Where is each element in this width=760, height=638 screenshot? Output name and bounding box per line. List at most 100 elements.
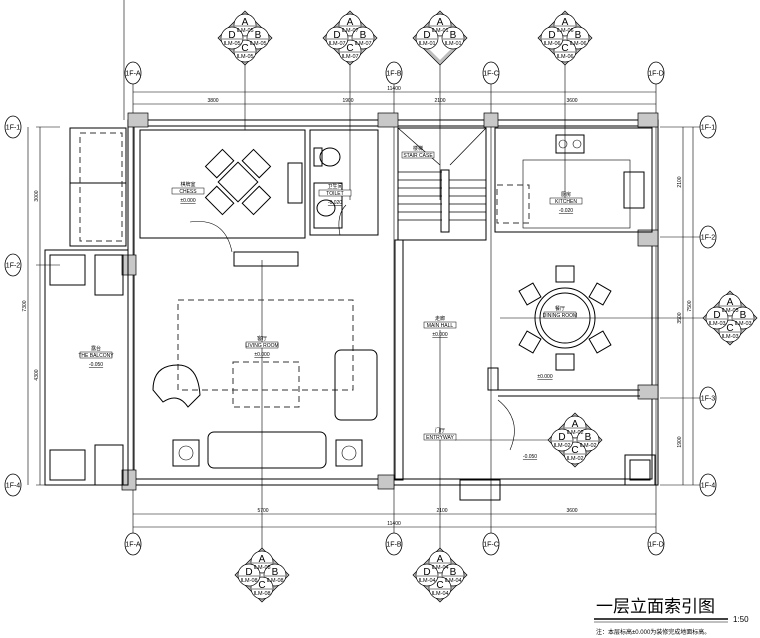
room-level: ±0.000 [432, 332, 447, 338]
index-code: ILM-05 [236, 54, 253, 60]
index-code: ILM-02 [566, 430, 583, 436]
axis-label: 1F-3 [701, 396, 716, 403]
dim-top-2: 1900 [342, 98, 353, 104]
furniture [152, 127, 645, 469]
index-face-letter: D [245, 567, 252, 578]
room-name-en: DINING ROOM [543, 313, 577, 319]
axis-bubble: 1F-D [647, 61, 665, 85]
room-name-en: KITCHEN [555, 199, 577, 205]
index-code: ILM-01 [431, 28, 448, 34]
axis-bubble: 1F-B [385, 532, 403, 556]
index-face-letter: C [561, 43, 568, 54]
room-name-en: CHESS [179, 189, 197, 195]
axis-label: 1F-B [386, 71, 402, 78]
dim-bottom-total: 11400 [387, 521, 401, 527]
index-code: ILM-06 [556, 28, 573, 34]
index-face-letter: A [242, 17, 249, 28]
room-level: ±0.000 [254, 352, 269, 358]
dim-top-1: 3800 [207, 98, 218, 104]
axis-bubble: 1F-A [124, 61, 142, 85]
index-code: ILM-08 [240, 578, 257, 584]
room-name: 厨房 [561, 191, 571, 198]
index-code: ILM-06 [556, 54, 573, 60]
index-face-letter: B [575, 30, 582, 41]
dim-top-4: 3600 [566, 98, 577, 104]
axis-label: 1F-2 [6, 263, 21, 270]
index-code: ILM-04 [444, 578, 461, 584]
index-face-letter: B [255, 30, 262, 41]
index-code: ILM-08 [253, 591, 270, 597]
room-name: 卫生间 [327, 183, 342, 190]
index-face-letter: D [423, 567, 430, 578]
index-code: ILM-05 [236, 28, 253, 34]
axis-bubble: 1F-2 [4, 253, 22, 277]
axis-label: 1F-D [648, 71, 664, 78]
index-face-letter: B [360, 30, 367, 41]
index-face-letter: C [726, 323, 733, 334]
index-face-letter: D [333, 30, 340, 41]
axis-bubbles: 1F-A1F-A1F-B1F-B1F-C1F-C1F-D1F-D1F-11F-2… [4, 61, 717, 556]
axis-bubble: 1F-C [482, 532, 500, 556]
drawing-title: 一层立面索引图 [596, 597, 715, 616]
drawing-scale: 1:50 [733, 615, 749, 624]
index-face-letter: C [436, 580, 443, 591]
axis-bubble: 1F-1 [4, 115, 22, 139]
dim-left-1: 3000 [34, 190, 40, 201]
axis-label: 1F-4 [6, 483, 21, 490]
index-code: ILM-04 [418, 578, 435, 584]
axis-label: 1F-1 [6, 125, 21, 132]
dim-bottom-1: 5700 [257, 508, 268, 514]
index-code: ILM-02 [566, 456, 583, 462]
chess-table [204, 148, 272, 216]
index-code: ILM-08 [266, 578, 283, 584]
dim-right-1: 2100 [677, 176, 683, 187]
index-face-letter: C [571, 445, 578, 456]
index-code: ILM-07 [341, 54, 358, 60]
axis-label: 1F-B [386, 542, 402, 549]
level-mark: -0.050 [523, 454, 537, 460]
axis-bubble: 1F-B [385, 61, 403, 85]
index-face-letter: B [272, 567, 279, 578]
axis-bubble: 1F-4 [4, 473, 22, 497]
dim-top-3: 2100 [434, 98, 445, 104]
stair-treads [397, 127, 487, 221]
axis-label: 1F-4 [701, 483, 716, 490]
index-face-letter: B [585, 432, 592, 443]
index-code: ILM-02 [553, 443, 570, 449]
index-code: ILM-05 [249, 41, 266, 47]
index-code: ILM-08 [253, 565, 270, 571]
dim-bottom-3: 3600 [566, 508, 577, 514]
room-level: -0.020 [559, 208, 573, 214]
room-name-en: THE BALCONY [78, 353, 114, 359]
axis-label: 1F-C [483, 542, 499, 549]
room-name: 露台 [91, 345, 101, 352]
index-face-letter: B [450, 30, 457, 41]
index-code: ILM-01 [444, 41, 461, 47]
index-face-letter: D [548, 30, 555, 41]
room-name: 餐厅 [555, 305, 565, 312]
index-face-letter: C [241, 43, 248, 54]
walls [44, 112, 659, 501]
room-name: 客厅 [257, 335, 267, 342]
index-face-letter: A [562, 17, 569, 28]
index-code: ILM-05 [223, 41, 240, 47]
axis-bubble: 1F-A [124, 532, 142, 556]
index-code: ILM-07 [354, 41, 371, 47]
room-name-en: LIVING ROOM [245, 343, 278, 349]
index-code: ILM-03 [721, 334, 738, 340]
